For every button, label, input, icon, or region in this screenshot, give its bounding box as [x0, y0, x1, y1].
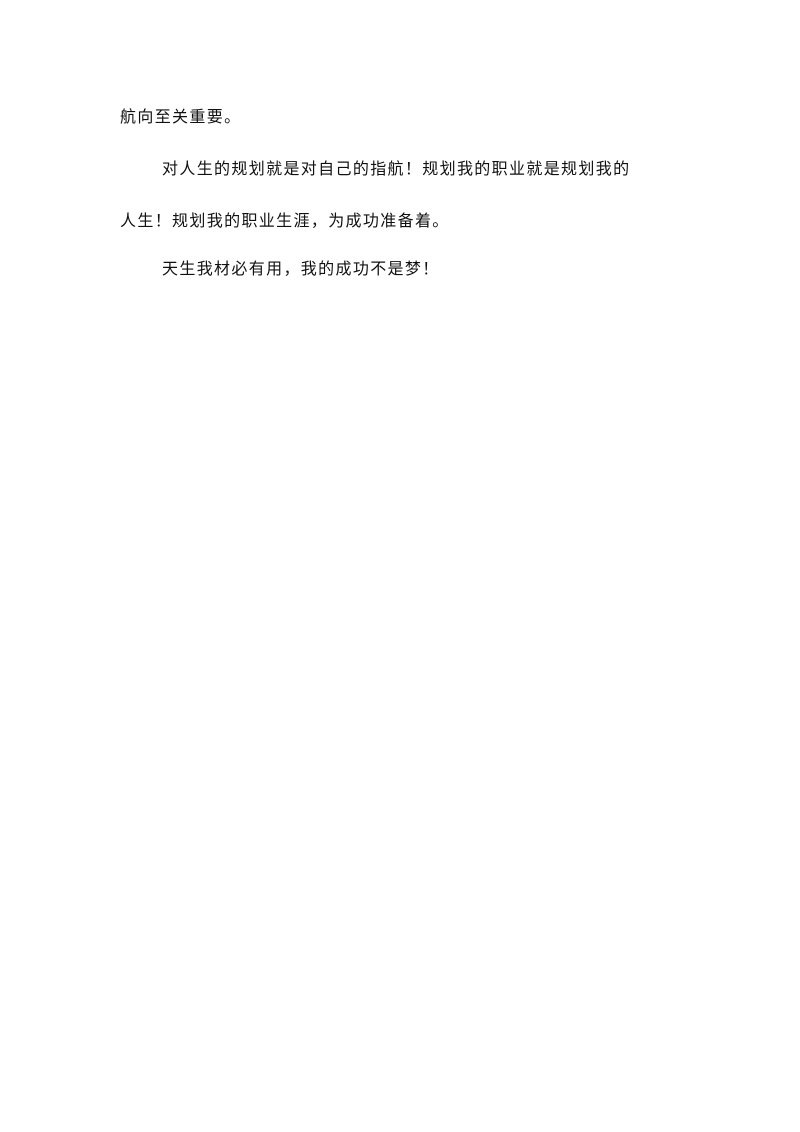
paragraph-line: 对人生的规划就是对自己的指航！规划我的职业就是规划我的 [162, 159, 631, 178]
paragraph-conclusion: 天生我材必有用，我的成功不是梦！ [120, 256, 686, 282]
paragraph-continuation: 航向至关重要。 [120, 104, 686, 130]
document-body: 航向至关重要。 对人生的规划就是对自己的指航！规划我的职业就是规划我的 人生！规… [120, 104, 686, 282]
paragraph-line: 人生！规划我的职业生涯，为成功准备着。 [120, 211, 450, 230]
paragraph-line: 航向至关重要。 [120, 107, 242, 126]
paragraph-line: 天生我材必有用，我的成功不是梦！ [162, 259, 440, 278]
paragraph-planning: 对人生的规划就是对自己的指航！规划我的职业就是规划我的 人生！规划我的职业生涯，… [120, 156, 686, 234]
